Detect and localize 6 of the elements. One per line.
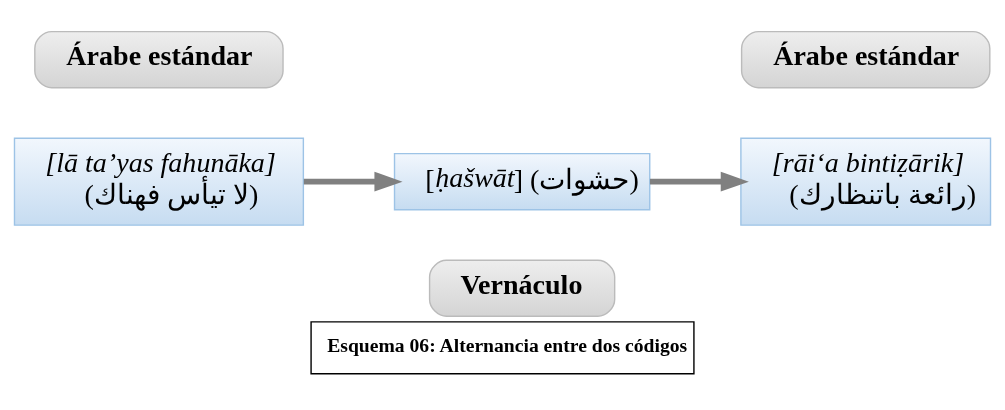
arrow [303, 171, 403, 191]
node-box: Vernáculo [428, 259, 616, 317]
caption: Esquema 06: Alternancia entre dos códigos [327, 334, 688, 356]
arrow [649, 171, 749, 191]
node-box: Árabe estándar [34, 30, 284, 88]
node-box: Árabe estándar [740, 30, 991, 88]
